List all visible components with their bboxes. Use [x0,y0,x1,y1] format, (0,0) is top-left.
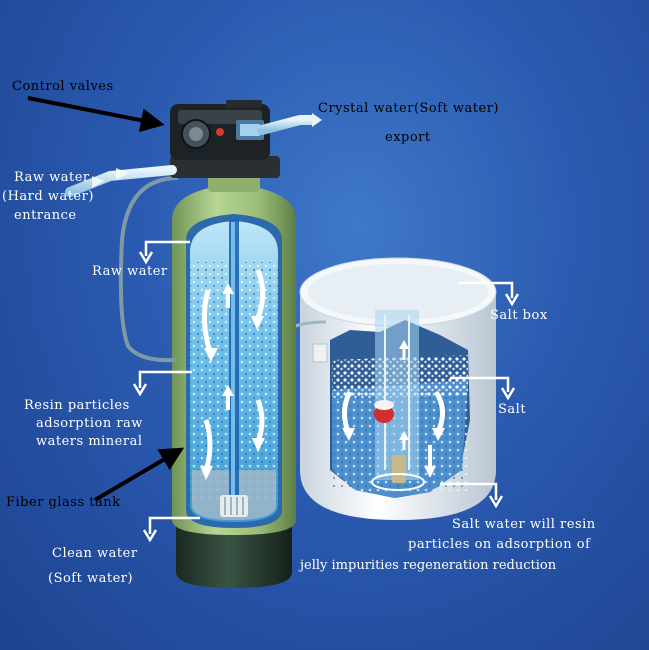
salt-box [286,258,496,520]
resin-label-line1: Resin particles [24,397,130,415]
fiber-glass-tank [172,170,296,588]
salt-label: Salt [498,401,526,419]
fiber-glass-tank-label: Fiber glass tank [6,494,120,512]
salt-water-label-line1: Salt water will resin [452,516,596,534]
salt-water-label-line2: particles on adsorption of [408,536,590,554]
raw-water-entrance-line3: entrance [14,207,77,225]
raw-water-label: Raw water [92,263,168,281]
resin-label-line2: adsorption raw [36,415,143,433]
raw-water-entrance-line2: (Hard water) [2,188,94,206]
control-valve [170,100,280,178]
raw-water-entrance-line1: Raw water [14,169,90,187]
crystal-water-label-line2: export [385,129,431,147]
salt-box-label: Salt box [490,307,548,325]
resin-label-line3: waters mineral [36,433,143,451]
control-valves-label: Control valves [12,78,114,96]
crystal-water-label-line1: Crystal water(Soft water) [318,100,499,118]
salt-water-label-line3: jelly impurities regeneration reduction [300,557,556,575]
clean-water-label-line2: (Soft water) [48,570,133,588]
clean-water-label-line1: Clean water [52,545,138,563]
